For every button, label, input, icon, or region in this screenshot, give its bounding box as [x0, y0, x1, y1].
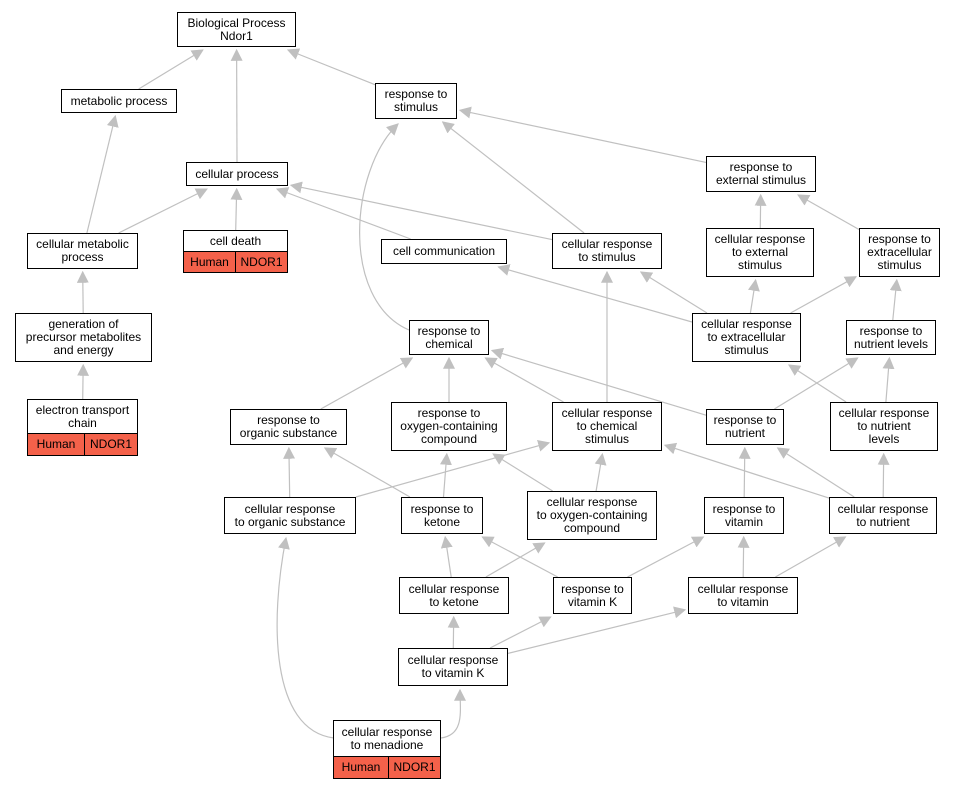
edge-etc-to-genprec [77, 363, 90, 400]
annotation-electron-transport-chain: Human NDOR1 [27, 434, 138, 456]
edge-chemical-to-stimulus [359, 123, 410, 331]
node-metabolic-process[interactable]: metabolic process [61, 89, 177, 113]
edge-crnutrient-to-nutrient [776, 447, 855, 498]
node-response-to-stimulus[interactable]: response to stimulus [375, 83, 457, 119]
edge-nutrient-to-nutlevels [774, 357, 859, 410]
annotation-species: Human [190, 254, 229, 269]
edge-crnutrient-to-crnutlev [877, 452, 890, 498]
edge-crorganic-to-organic [283, 446, 296, 498]
edge-crketone-to-ketone [440, 535, 453, 578]
node-response-to-vitamin[interactable]: response to vitamin [704, 497, 784, 534]
edge-nutrient-to-chemical [490, 347, 707, 416]
edge-crstim-to-stimulus [441, 121, 585, 234]
annotation-cellular-response-to-menadione: Human NDOR1 [333, 757, 441, 779]
edge-extracell-to-external [797, 194, 860, 231]
edge-crnutrient-to-crchem [663, 442, 830, 499]
edge-menadione-to-crorganic [276, 536, 335, 739]
edge-crstim-to-cellproc [289, 181, 553, 241]
node-cellular-response-to-organic-substance[interactable]: cellular response to organic substance [224, 497, 356, 534]
node-cellular-response-to-extracellular-stimulus[interactable]: cellular response to extracellular stimu… [692, 313, 801, 362]
edge-crnutlev-to-crextra [787, 364, 847, 403]
node-cellular-response-to-vitamin-k[interactable]: cellular response to vitamin K [398, 648, 508, 686]
edge-croxygen-to-oxygen [492, 453, 553, 492]
edge-cellmetab-to-metabolic [86, 114, 119, 234]
edge-crvitk-to-vitk [489, 616, 552, 649]
annotation-cell-death: Human NDOR1 [183, 252, 288, 273]
node-response-to-vitamin-k[interactable]: response to vitamin K [553, 577, 632, 614]
node-cellular-process[interactable]: cellular process [186, 162, 288, 186]
node-generation-of-precursor-metabolites[interactable]: generation of precursor metabolites and … [15, 313, 152, 362]
node-cellular-response-to-oxygen-containing-compound[interactable]: cellular response to oxygen-containing c… [527, 491, 657, 540]
node-response-to-external-stimulus[interactable]: response to external stimulus [706, 156, 816, 192]
edge-genprec-to-cellmetab [76, 270, 89, 314]
node-response-to-nutrient[interactable]: response to nutrient [706, 409, 784, 445]
node-cellular-response-to-vitamin[interactable]: cellular response to vitamin [688, 577, 798, 614]
node-cell-death[interactable]: cell death [183, 230, 288, 252]
edge-croxygen-to-crchem [594, 452, 607, 492]
edge-crorganic-to-crchem [355, 439, 551, 498]
node-response-to-extracellular-stimulus[interactable]: response to extracellular stimulus [859, 228, 940, 277]
node-response-to-oxygen-containing-compound[interactable]: response to oxygen-containing compound [391, 402, 507, 451]
edge-crextra-to-extracell [790, 276, 858, 314]
edge-celldeath-to-cellproc [230, 187, 243, 231]
edge-nutlevels-to-extracell [889, 278, 902, 321]
edge-vitk-to-ketone [481, 536, 558, 578]
edge-crvitk-to-crvitamin [507, 606, 687, 654]
edge-crchem-to-chemical [484, 357, 564, 403]
edge-metabolic-to-bp [138, 49, 204, 90]
edge-organic-to-chemical [320, 357, 414, 410]
edge-external-to-stimulus [458, 106, 707, 163]
annotation-gene: NDOR1 [84, 434, 137, 455]
edge-cellmetab-to-cellproc [118, 188, 208, 234]
edge-crextra-to-cellcomm [497, 264, 693, 323]
node-cellular-metabolic-process[interactable]: cellular metabolic process [27, 233, 138, 269]
edge-ketone-to-organic [323, 447, 411, 498]
node-electron-transport-chain[interactable]: electron transport chain [27, 399, 138, 434]
annotation-gene: NDOR1 [388, 757, 440, 778]
node-cellular-response-to-nutrient-levels[interactable]: cellular response to nutrient levels [830, 402, 938, 451]
edge-crvitamin-to-crnutrient [775, 536, 847, 578]
node-cellular-response-to-nutrient[interactable]: cellular response to nutrient [829, 497, 937, 534]
edge-crnutlev-to-nutlevels [882, 356, 895, 403]
node-cell-communication[interactable]: cell communication [381, 239, 507, 264]
node-response-to-ketone[interactable]: response to ketone [401, 497, 483, 534]
edge-ketone-to-oxygen [439, 452, 452, 498]
edge-vitk-to-vitamin [627, 536, 705, 578]
edge-crextra-to-crext [747, 278, 760, 314]
node-cellular-response-to-external-stimulus[interactable]: cellular response to external stimulus [706, 228, 814, 277]
node-cellular-response-to-menadione[interactable]: cellular response to menadione [333, 720, 441, 757]
edge-crketone-to-croxygen [485, 542, 546, 578]
annotation-species: Human [36, 437, 76, 451]
edge-vitamin-to-nutrient [738, 446, 751, 498]
node-response-to-nutrient-levels[interactable]: response to nutrient levels [846, 320, 936, 355]
node-response-to-chemical[interactable]: response to chemical [409, 320, 489, 355]
edge-menadione-to-crvitk [440, 688, 467, 739]
annotation-gene: NDOR1 [235, 252, 287, 272]
edge-crvitamin-to-vitamin [737, 535, 750, 578]
node-cellular-response-to-stimulus[interactable]: cellular response to stimulus [552, 233, 662, 269]
annotation-species: Human [341, 760, 381, 774]
edge-cellcomm-to-cellproc [275, 187, 411, 240]
node-biological-process[interactable]: Biological Process Ndor1 [177, 12, 296, 47]
edge-stimulus-to-bp [286, 48, 376, 86]
edge-crextra-to-crstim [639, 271, 708, 314]
node-response-to-organic-substance[interactable]: response to organic substance [230, 409, 347, 445]
node-cellular-response-to-chemical-stimulus[interactable]: cellular response to chemical stimulus [552, 402, 662, 451]
node-cellular-response-to-ketone[interactable]: cellular response to ketone [399, 577, 509, 614]
